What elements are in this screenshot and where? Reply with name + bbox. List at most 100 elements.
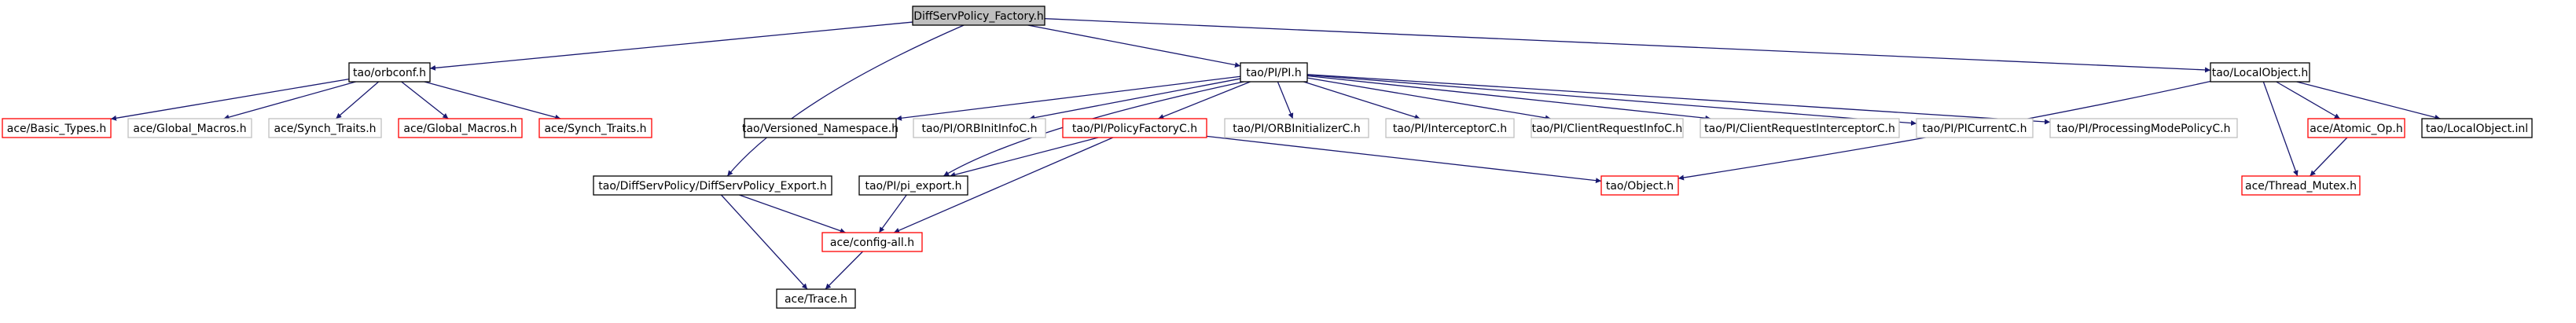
node-orbinitializerc[interactable]: tao/PI/ORBInitializerC.h	[1224, 118, 1369, 138]
node-label-global_macros_1: ace/Global_Macros.h	[133, 123, 246, 135]
node-versioned_ns[interactable]: tao/Versioned_Namespace.h	[742, 118, 898, 138]
node-box-policyfactoryc	[1062, 118, 1207, 138]
node-synch_traits_1[interactable]: ace/Synch_Traits.h	[268, 118, 382, 138]
node-root[interactable]: DiffServPolicy_Factory.h	[912, 6, 1045, 26]
node-box-thread_mutex	[2241, 175, 2361, 196]
node-picurrentc[interactable]: tao/PI/PICurrentC.h	[1916, 118, 2034, 138]
edge-policyfactoryc-to-pi_export	[950, 137, 1099, 178]
node-clientrequestinfoc[interactable]: tao/PI/ClientRequestInfoC.h	[1531, 118, 1684, 138]
node-box-localobject_inl	[2421, 118, 2533, 138]
edge-root-to-localobject	[1044, 18, 2211, 73]
node-synch_traits_2[interactable]: ace/Synch_Traits.h	[538, 118, 652, 138]
edge-localobject-to-thread_mutex	[2262, 81, 2299, 177]
node-label-config_all: ace/config-all.h	[830, 237, 914, 249]
node-label-synch_traits_2: ace/Synch_Traits.h	[544, 123, 646, 135]
edge-pi_export-to-config_all	[878, 194, 907, 233]
node-box-processingmodepolicyc	[2049, 118, 2238, 138]
edge-root-to-pi	[1027, 24, 1241, 68]
node-box-orbinitializerc	[1224, 118, 1369, 138]
node-box-trace	[776, 288, 856, 309]
node-object[interactable]: tao/Object.h	[1600, 175, 1679, 196]
edge-orbconf-to-synch_traits_2	[424, 81, 561, 120]
node-box-orbinitinfoc	[913, 118, 1046, 138]
node-label-object: tao/Object.h	[1606, 180, 1674, 193]
node-label-policyfactoryc: tao/PI/PolicyFactoryC.h	[1072, 123, 1197, 135]
node-label-root: DiffServPolicy_Factory.h	[913, 10, 1044, 23]
node-pi[interactable]: tao/PI/PI.h	[1240, 62, 1308, 83]
node-box-global_macros_2	[398, 118, 523, 138]
edge-orbconf-to-basic_types	[110, 78, 350, 121]
edge-pi-to-clientrequestinterceptorc	[1306, 75, 1711, 121]
edge-pi-to-policyfactoryc	[1158, 81, 1251, 119]
node-label-clientrequestinfoc: tao/PI/ClientRequestInfoC.h	[1532, 123, 1683, 135]
node-label-orbinitinfoc: tao/PI/ORBInitInfoC.h	[922, 123, 1038, 135]
node-localobject_inl[interactable]: tao/LocalObject.inl	[2421, 118, 2533, 138]
node-basic_types[interactable]: ace/Basic_Types.h	[2, 118, 112, 138]
nodes-layer: DiffServPolicy_Factory.h tao/orbconf.h tao…	[2, 6, 2533, 309]
edge-config_all-to-trace	[825, 251, 864, 290]
node-label-dsp_export: tao/DiffServPolicy/DiffServPolicy_Export…	[598, 180, 826, 193]
node-box-synch_traits_2	[538, 118, 652, 138]
node-policyfactoryc[interactable]: tao/PI/PolicyFactoryC.h	[1062, 118, 1207, 138]
node-box-dsp_export	[593, 175, 832, 196]
node-box-synch_traits_1	[268, 118, 382, 138]
edge-policyfactoryc-to-config_all	[893, 137, 1114, 233]
node-box-root	[912, 6, 1045, 26]
node-box-localobject	[2210, 62, 2310, 83]
node-label-pi: tao/PI/PI.h	[1246, 67, 1302, 79]
node-box-basic_types	[2, 118, 112, 138]
edge-root-to-orbconf	[429, 21, 913, 71]
edge-orbconf-to-global_macros_1	[223, 81, 356, 120]
node-label-clientrequestinterceptorc: tao/PI/ClientRequestInterceptorC.h	[1704, 123, 1895, 135]
edge-pi-to-picurrentc	[1306, 74, 1917, 127]
node-thread_mutex[interactable]: ace/Thread_Mutex.h	[2241, 175, 2361, 196]
node-box-atomic_op	[2307, 118, 2405, 138]
edge-atomic_op-to-thread_mutex	[2310, 137, 2348, 177]
node-label-synch_traits_1: ace/Synch_Traits.h	[274, 123, 376, 135]
node-label-localobject: tao/LocalObject.h	[2212, 67, 2309, 79]
node-pi_export[interactable]: tao/PI/pi_export.h	[858, 175, 968, 196]
node-box-versioned_ns	[744, 118, 897, 138]
node-localobject[interactable]: tao/LocalObject.h	[2210, 62, 2310, 83]
node-box-interceptorc	[1385, 118, 1515, 138]
node-config_all[interactable]: ace/config-all.h	[821, 232, 923, 252]
node-interceptorc[interactable]: tao/PI/InterceptorC.h	[1385, 118, 1515, 138]
edge-pi-to-clientrequestinfoc	[1306, 77, 1551, 121]
edge-orbconf-to-synch_traits_1	[335, 81, 380, 119]
node-label-localobject_inl: tao/LocalObject.inl	[2426, 123, 2528, 135]
edge-pi-to-pi_export	[943, 81, 1244, 177]
edge-pi-to-versioned_ns	[895, 75, 1241, 121]
node-processingmodepolicyc[interactable]: tao/PI/ProcessingModePolicyC.h	[2049, 118, 2238, 138]
node-orbinitinfoc[interactable]: tao/PI/ORBInitInfoC.h	[913, 118, 1046, 138]
node-label-orbconf: tao/orbconf.h	[353, 67, 426, 79]
node-box-clientrequestinterceptorc	[1700, 118, 1900, 138]
node-orbconf[interactable]: tao/orbconf.h	[348, 62, 431, 83]
node-clientrequestinterceptorc[interactable]: tao/PI/ClientRequestInterceptorC.h	[1700, 118, 1900, 138]
edge-pi-to-orbinitinfoc	[1029, 78, 1241, 121]
node-box-global_macros_1	[127, 118, 252, 138]
edge-root-to-dsp_export	[726, 24, 965, 177]
node-label-trace: ace/Trace.h	[785, 293, 847, 306]
node-label-basic_types: ace/Basic_Types.h	[7, 123, 106, 135]
node-global_macros_1[interactable]: ace/Global_Macros.h	[127, 118, 252, 138]
node-box-orbconf	[348, 62, 431, 83]
edge-pi-to-interceptorc	[1303, 81, 1420, 120]
node-label-global_macros_2: ace/Global_Macros.h	[403, 123, 516, 135]
node-trace[interactable]: ace/Trace.h	[776, 288, 856, 309]
node-atomic_op[interactable]: ace/Atomic_Op.h	[2307, 118, 2405, 138]
node-global_macros_2[interactable]: ace/Global_Macros.h	[398, 118, 523, 138]
edge-dsp_export-to-trace	[720, 194, 808, 290]
node-label-processingmodepolicyc: tao/PI/ProcessingModePolicyC.h	[2057, 123, 2231, 135]
node-label-interceptorc: tao/PI/InterceptorC.h	[1393, 123, 1507, 135]
node-label-versioned_ns: tao/Versioned_Namespace.h	[742, 123, 898, 135]
node-box-picurrentc	[1916, 118, 2034, 138]
node-label-picurrentc: tao/PI/PICurrentC.h	[1923, 123, 2027, 135]
edges-layer	[110, 18, 2441, 290]
node-dsp_export[interactable]: tao/DiffServPolicy/DiffServPolicy_Export…	[593, 175, 832, 196]
node-box-pi	[1240, 62, 1308, 83]
node-box-object	[1600, 175, 1679, 196]
node-label-pi_export: tao/PI/pi_export.h	[865, 180, 961, 193]
edge-policyfactoryc-to-object	[1206, 135, 1602, 184]
edge-pi-to-processingmodepolicyc	[1306, 74, 2051, 125]
